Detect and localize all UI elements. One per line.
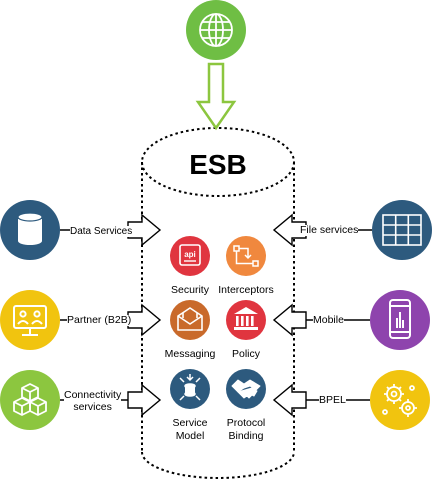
bpel-node bbox=[370, 370, 430, 430]
mobile-node bbox=[370, 290, 430, 350]
label-interceptors: Interceptors bbox=[218, 284, 274, 296]
gears-icon bbox=[382, 384, 417, 417]
api-icon: api bbox=[179, 244, 201, 266]
label-bpel: BPEL bbox=[319, 394, 346, 406]
envelope-icon bbox=[177, 307, 203, 331]
label-file-services: File services bbox=[300, 224, 359, 236]
label-protocol-binding: Protocol Binding bbox=[216, 417, 276, 443]
flow-icon bbox=[233, 245, 259, 267]
label-service-model-line1: Service bbox=[172, 417, 208, 429]
security-service: api bbox=[170, 236, 210, 276]
smartphone-icon bbox=[389, 299, 411, 339]
courthouse-icon bbox=[234, 307, 258, 330]
label-connectivity: Connectivity services bbox=[64, 389, 122, 413]
cylinder-bottom bbox=[141, 451, 295, 479]
label-data-services: Data Services bbox=[70, 226, 133, 237]
connectivity-arrow bbox=[127, 383, 162, 417]
database-arrows-icon bbox=[179, 374, 201, 401]
label-service-model-line2: Model bbox=[175, 430, 205, 442]
mobile-arrow bbox=[272, 303, 307, 337]
label-mobile: Mobile bbox=[313, 314, 344, 326]
label-service-model: Service Model bbox=[160, 417, 220, 443]
policy-service bbox=[226, 300, 266, 340]
right-connectors bbox=[272, 213, 372, 417]
service-model-service bbox=[170, 369, 210, 409]
file-services-node bbox=[372, 200, 432, 260]
label-partner: Partner (B2B) bbox=[67, 314, 132, 326]
partner-arrow bbox=[127, 303, 162, 337]
globe-node bbox=[186, 0, 246, 60]
cubes-icon bbox=[13, 383, 47, 416]
partner-node bbox=[0, 290, 60, 350]
label-protocol-binding-line2: Binding bbox=[228, 430, 264, 442]
connectivity-node bbox=[0, 370, 60, 430]
api-icon-text: api bbox=[184, 250, 196, 259]
data-services-node bbox=[0, 200, 60, 260]
partners-screen-icon bbox=[13, 305, 47, 336]
globe-icon bbox=[199, 13, 233, 47]
server-rack-icon bbox=[382, 214, 422, 246]
label-protocol-binding-line1: Protocol bbox=[226, 417, 266, 429]
file-services-arrow bbox=[272, 213, 307, 247]
esb-title: ESB bbox=[189, 149, 247, 180]
label-policy: Policy bbox=[231, 348, 260, 360]
top-arrow bbox=[195, 62, 237, 131]
data-services-arrow bbox=[127, 213, 162, 247]
handshake-icon bbox=[231, 379, 261, 399]
bpel-arrow bbox=[272, 383, 307, 417]
label-messaging: Messaging bbox=[164, 348, 216, 360]
messaging-service bbox=[170, 300, 210, 340]
interceptors-service bbox=[226, 236, 266, 276]
label-connectivity-line2: services bbox=[73, 401, 112, 413]
label-security: Security bbox=[171, 284, 209, 296]
database-icon bbox=[18, 213, 42, 245]
protocol-binding-service bbox=[226, 369, 266, 409]
label-connectivity-line1: Connectivity bbox=[64, 389, 122, 401]
